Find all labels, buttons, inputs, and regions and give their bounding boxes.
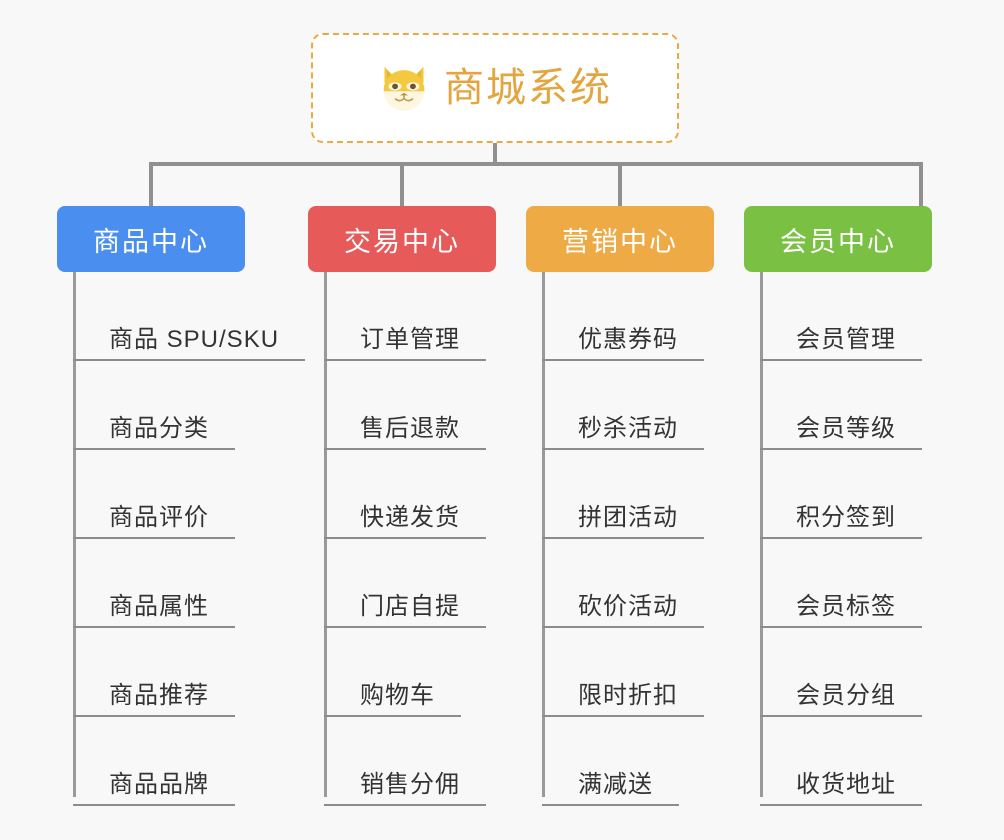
- leaf-trunk-line: [324, 272, 327, 797]
- leaf-label: 销售分佣: [324, 771, 486, 806]
- leaf-label: 限时折扣: [542, 682, 704, 717]
- leaf-label: 会员标签: [760, 593, 922, 628]
- leaf-trunk-line: [73, 272, 76, 797]
- leaf-list-marketing-center: 优惠券码 秒杀活动 拼团活动 砍价活动 限时折扣 满减送: [542, 272, 714, 806]
- leaf-label: 商品属性: [73, 593, 235, 628]
- leaf-list-member-center: 会员管理 会员等级 积分签到 会员标签 会员分组 收货地址: [760, 272, 932, 806]
- list-item[interactable]: 砍价活动: [542, 539, 714, 628]
- list-item[interactable]: 商品分类: [73, 361, 305, 450]
- leaf-trunk-line: [760, 272, 763, 797]
- list-item[interactable]: 购物车: [324, 628, 496, 717]
- category-header-product-center[interactable]: 商品中心: [57, 206, 245, 272]
- connector-root-stem: [493, 143, 497, 164]
- list-item[interactable]: 会员管理: [760, 272, 932, 361]
- category-header-marketing-center[interactable]: 营销中心: [526, 206, 714, 272]
- list-item[interactable]: 商品 SPU/SKU: [73, 272, 306, 361]
- list-item[interactable]: 商品推荐: [73, 628, 305, 717]
- list-item[interactable]: 收货地址: [760, 717, 932, 806]
- leaf-label: 商品评价: [73, 504, 235, 539]
- root-node-shop-system[interactable]: 商城系统: [311, 33, 679, 143]
- category-label: 交易中心: [344, 226, 460, 257]
- leaf-label: 秒杀活动: [542, 415, 704, 450]
- category-label: 会员中心: [780, 226, 896, 257]
- list-item[interactable]: 售后退款: [324, 361, 496, 450]
- shiba-dog-face-icon: [383, 66, 425, 111]
- leaf-label: 快递发货: [324, 504, 486, 539]
- leaf-label: 满减送: [542, 771, 679, 806]
- list-item[interactable]: 满减送: [542, 717, 714, 806]
- leaf-label: 商品分类: [73, 415, 235, 450]
- list-item[interactable]: 商品属性: [73, 539, 305, 628]
- list-item[interactable]: 销售分佣: [324, 717, 496, 806]
- list-item[interactable]: 门店自提: [324, 539, 496, 628]
- list-item[interactable]: 拼团活动: [542, 450, 714, 539]
- leaf-label: 商品品牌: [73, 771, 235, 806]
- leaf-label: 砍价活动: [542, 593, 704, 628]
- category-label: 营销中心: [562, 226, 678, 257]
- leaf-label: 购物车: [324, 682, 461, 717]
- list-item[interactable]: 会员分组: [760, 628, 932, 717]
- leaf-label: 商品推荐: [73, 682, 235, 717]
- list-item[interactable]: 商品品牌: [73, 717, 305, 806]
- leaf-label: 商品 SPU/SKU: [73, 326, 306, 361]
- column-marketing-center: 营销中心 优惠券码 秒杀活动 拼团活动 砍价活动 限时折扣 满减送: [526, 206, 714, 806]
- list-item[interactable]: 优惠券码: [542, 272, 714, 361]
- leaf-label: 门店自提: [324, 593, 486, 628]
- list-item[interactable]: 订单管理: [324, 272, 496, 361]
- column-product-center: 商品中心 商品 SPU/SKU 商品分类 商品评价 商品属性 商品推荐 商品品牌: [57, 206, 306, 806]
- leaf-list-trade-center: 订单管理 售后退款 快递发货 门店自提 购物车 销售分佣: [324, 272, 496, 806]
- connector-horizontal-bus: [149, 162, 923, 166]
- list-item[interactable]: 会员等级: [760, 361, 932, 450]
- list-item[interactable]: 商品评价: [73, 450, 305, 539]
- root-title: 商城系统: [444, 66, 612, 110]
- list-item[interactable]: 会员标签: [760, 539, 932, 628]
- leaf-label: 拼团活动: [542, 504, 704, 539]
- leaf-label: 会员管理: [760, 326, 922, 361]
- connector-drop-1: [149, 162, 153, 208]
- category-header-member-center[interactable]: 会员中心: [744, 206, 932, 272]
- column-member-center: 会员中心 会员管理 会员等级 积分签到 会员标签 会员分组 收货地址: [744, 206, 932, 806]
- category-label: 商品中心: [93, 226, 209, 257]
- leaf-trunk-line: [542, 272, 545, 797]
- leaf-label: 收货地址: [760, 771, 922, 806]
- leaf-label: 会员分组: [760, 682, 922, 717]
- list-item[interactable]: 积分签到: [760, 450, 932, 539]
- connector-drop-4: [919, 162, 923, 208]
- leaf-label: 订单管理: [324, 326, 486, 361]
- list-item[interactable]: 快递发货: [324, 450, 496, 539]
- connector-drop-3: [618, 162, 622, 208]
- leaf-label: 售后退款: [324, 415, 486, 450]
- list-item[interactable]: 秒杀活动: [542, 361, 714, 450]
- leaf-list-product-center: 商品 SPU/SKU 商品分类 商品评价 商品属性 商品推荐 商品品牌: [73, 272, 306, 806]
- column-trade-center: 交易中心 订单管理 售后退款 快递发货 门店自提 购物车 销售分佣: [308, 206, 496, 806]
- leaf-label: 积分签到: [760, 504, 922, 539]
- connector-drop-2: [400, 162, 404, 208]
- list-item[interactable]: 限时折扣: [542, 628, 714, 717]
- leaf-label: 优惠券码: [542, 326, 704, 361]
- category-header-trade-center[interactable]: 交易中心: [308, 206, 496, 272]
- leaf-label: 会员等级: [760, 415, 922, 450]
